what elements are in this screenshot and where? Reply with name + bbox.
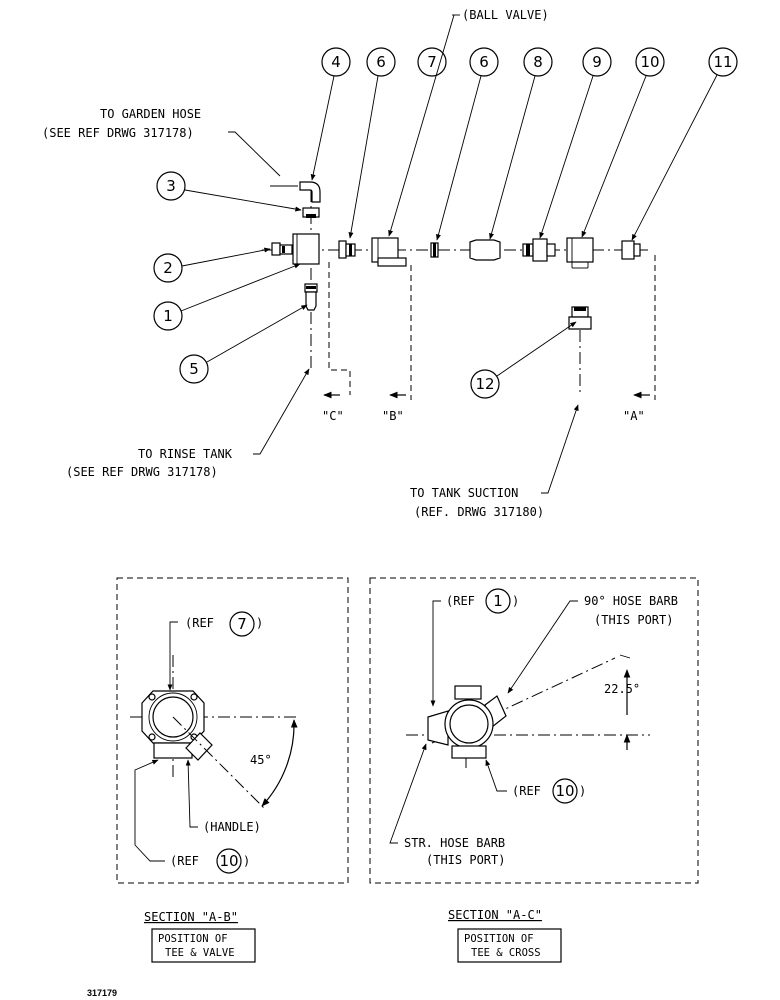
svg-text:7: 7 bbox=[427, 53, 437, 71]
section-ac-view: 22.5° (REF 1 ) 90° HOSE BARB (THIS PORT)… bbox=[369, 577, 699, 963]
svg-text:): ) bbox=[256, 616, 263, 630]
ac-this-port-1: (THIS PORT) bbox=[594, 613, 673, 627]
exploded-view: (BALL VALVE) TO GARDEN HOSE (SEE REF DRW… bbox=[42, 8, 738, 519]
svg-text:): ) bbox=[512, 594, 519, 608]
svg-text:9: 9 bbox=[592, 53, 602, 71]
ab-handle-label: (HANDLE) bbox=[203, 820, 261, 834]
ac-90-hose-barb: 90° HOSE BARB bbox=[584, 594, 678, 608]
cross-part bbox=[566, 237, 594, 263]
section-ab-title: SECTION "A-B" bbox=[144, 910, 238, 924]
svg-text:2: 2 bbox=[163, 259, 173, 277]
ac-this-port-2: (THIS PORT) bbox=[426, 853, 505, 867]
callout-4: 4 bbox=[310, 47, 351, 181]
ac-ref10-prefix: (REF bbox=[512, 784, 541, 798]
callout-6a: 6 bbox=[348, 47, 396, 239]
ab-angle: 45° bbox=[250, 753, 272, 767]
callout-9: 9 bbox=[539, 47, 612, 239]
ac-ref10: 10 bbox=[555, 782, 574, 800]
ac-box-line1: POSITION OF bbox=[464, 933, 534, 945]
rinse-tank-label: TO RINSE TANK bbox=[138, 447, 233, 461]
garden-hose-ref: (SEE REF DRWG 317178) bbox=[42, 126, 194, 140]
ab-box-line2: TEE & VALVE bbox=[165, 947, 235, 959]
svg-text:3: 3 bbox=[166, 177, 176, 195]
svg-text:4: 4 bbox=[331, 53, 341, 71]
section-mark-b: "B" bbox=[382, 409, 404, 423]
callout-3: 3 bbox=[156, 171, 302, 212]
callout-5: 5 bbox=[179, 304, 308, 384]
svg-text:1: 1 bbox=[163, 307, 173, 325]
section-mark-c: "C" bbox=[322, 409, 344, 423]
ac-ref1: 1 bbox=[493, 592, 503, 610]
drawing-number: 317179 bbox=[87, 988, 117, 998]
callout-6b: 6 bbox=[436, 47, 499, 241]
svg-text:8: 8 bbox=[533, 53, 543, 71]
ac-str-hose-barb: STR. HOSE BARB bbox=[404, 836, 505, 850]
svg-text:12: 12 bbox=[475, 375, 494, 393]
rinse-tank-ref: (SEE REF DRWG 317178) bbox=[66, 465, 218, 479]
callout-8: 8 bbox=[489, 47, 553, 240]
ac-angle: 22.5° bbox=[604, 682, 640, 696]
ab-ref7: 7 bbox=[237, 615, 247, 633]
section-ab-view: 45° (REF 7 ) (HANDLE) (REF 10 ) SECTION … bbox=[116, 577, 349, 963]
callout-7: 7 bbox=[417, 47, 447, 77]
callout-2: 2 bbox=[153, 247, 271, 283]
ball-valve-label: (BALL VALVE) bbox=[462, 8, 549, 22]
callout-12: 12 bbox=[470, 321, 577, 399]
callout-1: 1 bbox=[153, 263, 301, 331]
elbow-part bbox=[299, 181, 321, 203]
ab-ref10: 10 bbox=[219, 852, 238, 870]
svg-text:): ) bbox=[243, 854, 250, 868]
tank-suction-label: TO TANK SUCTION bbox=[410, 486, 518, 500]
svg-text:5: 5 bbox=[189, 360, 199, 378]
garden-hose-label: TO GARDEN HOSE bbox=[100, 107, 201, 121]
tank-suction-ref: (REF. DRWG 317180) bbox=[414, 505, 544, 519]
section-ac-title: SECTION "A-C" bbox=[448, 908, 542, 922]
callout-11: 11 bbox=[631, 47, 738, 241]
ac-ref1-prefix: (REF bbox=[446, 594, 475, 608]
svg-text:10: 10 bbox=[640, 53, 659, 71]
ab-ref10-prefix: (REF bbox=[170, 854, 199, 868]
svg-text:11: 11 bbox=[713, 53, 732, 71]
svg-text:6: 6 bbox=[479, 53, 489, 71]
svg-text:): ) bbox=[579, 784, 586, 798]
svg-text:6: 6 bbox=[376, 53, 386, 71]
ac-box-line2: TEE & CROSS bbox=[471, 947, 541, 959]
ab-box-line1: POSITION OF bbox=[158, 933, 228, 945]
section-mark-a: "A" bbox=[623, 409, 645, 423]
cross-body bbox=[444, 699, 494, 749]
ab-ref7-prefix: (REF bbox=[185, 616, 214, 630]
callout-10: 10 bbox=[581, 47, 665, 238]
